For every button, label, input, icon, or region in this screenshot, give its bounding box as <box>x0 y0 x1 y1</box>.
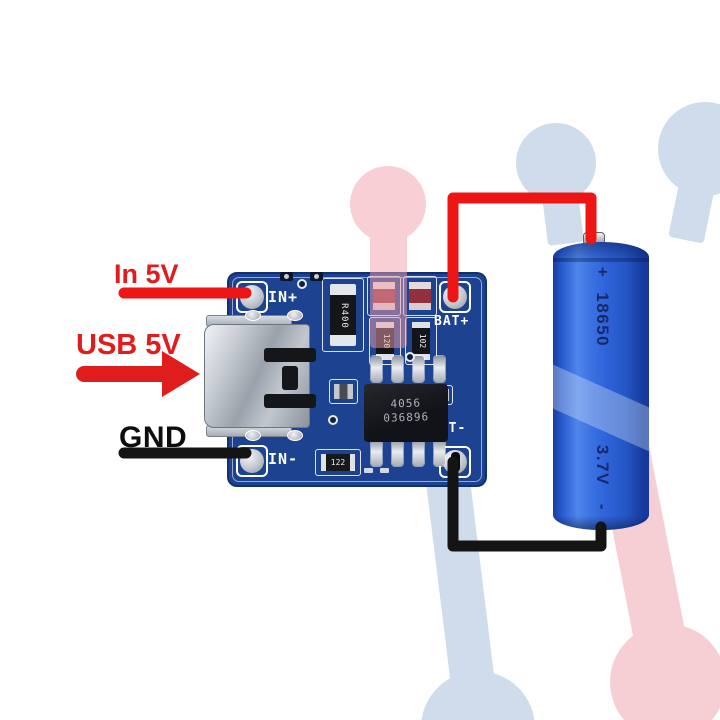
via <box>297 279 307 289</box>
usb-solder-pin <box>264 348 316 362</box>
board-edge-pad <box>310 272 323 281</box>
battery-label-bottom: 3.7V - <box>590 378 612 578</box>
resistor-102 <box>412 322 430 360</box>
silk-in-plus: IN+ <box>268 288 299 306</box>
tp4056-chip <box>364 384 448 442</box>
ic-pin <box>413 440 424 466</box>
pad-in-plus <box>236 281 268 313</box>
resistor-120-label: 120 <box>382 333 391 349</box>
full-led <box>409 282 431 310</box>
battery-crimp-ring <box>553 258 649 262</box>
resistor-r400-label: R400 <box>339 303 349 329</box>
component-outline <box>329 379 358 404</box>
battery-label-top: +18650 <box>590 207 612 407</box>
usb-mount-pad <box>287 310 303 321</box>
label-in-5v: In 5V <box>114 259 179 289</box>
charge-led <box>373 282 395 310</box>
usb-solder-pin <box>264 394 316 408</box>
label-gnd: GND <box>119 421 188 454</box>
usb-mount-pad <box>287 430 303 441</box>
silk-mark <box>380 468 389 473</box>
usb-mount-pad <box>245 310 261 321</box>
resistor-102-label: 102 <box>418 333 427 349</box>
ic-pin <box>371 356 382 382</box>
usb-center-pins <box>282 366 298 390</box>
battery-voltage: 3.7V <box>593 444 612 486</box>
resistor-122-outline <box>315 449 361 476</box>
small-component <box>334 384 353 399</box>
tp4056-chip-marking: 4056 036896 <box>364 396 449 427</box>
resistor-122-label: 122 <box>330 458 346 467</box>
via <box>328 415 338 425</box>
board-edge-pad <box>280 272 293 281</box>
resistor-r400 <box>330 284 356 346</box>
silk-mark <box>364 468 373 473</box>
usb-mount-pad <box>245 430 261 441</box>
battery-minus-mark: - <box>593 503 612 512</box>
silk-bat-plus: BAT+ <box>434 314 470 329</box>
ic-pin <box>434 356 445 382</box>
ic-pin <box>392 356 403 382</box>
ic-pin <box>434 440 445 466</box>
via <box>405 352 415 362</box>
resistor-r400-outline <box>322 278 364 352</box>
pad-bat-plus <box>439 281 471 313</box>
chip-marking-line2: 036896 <box>383 410 430 425</box>
pad-in-minus <box>236 445 268 477</box>
resistor-122 <box>321 454 355 471</box>
battery-plus-mark: + <box>593 266 612 279</box>
ic-pin <box>413 356 424 382</box>
silk-in-minus: IN- <box>268 450 299 468</box>
ic-pin <box>392 440 403 466</box>
ic-pin <box>371 440 382 466</box>
battery-model: 18650 <box>593 292 612 348</box>
label-usb-5v: USB 5V <box>76 329 181 361</box>
